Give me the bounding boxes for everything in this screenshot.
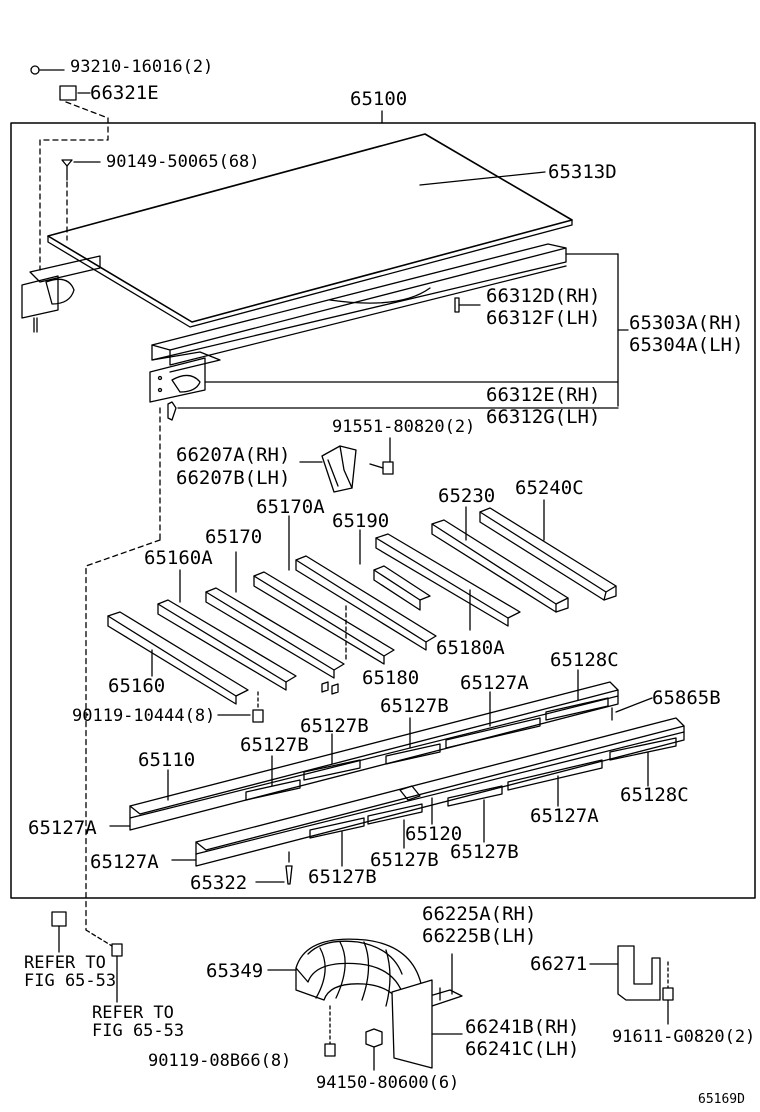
panel-65313D: [47, 133, 573, 328]
assembly-frame: [10, 122, 756, 899]
shim-65127B-upper-b: [303, 733, 361, 781]
label-65322: 65322: [190, 872, 248, 894]
label-65240C: 65240C: [515, 477, 584, 499]
bolt-65322: [255, 851, 293, 885]
pin-66312D: [454, 297, 481, 313]
nut-94150: [365, 1028, 383, 1071]
cross-member-65160A: [157, 569, 297, 691]
label-65127B-a: 65127B: [380, 695, 449, 717]
cross-member-65170A: [288, 515, 437, 651]
side-rail-bracket-left: [21, 255, 101, 333]
shim-65127B-lower-c: [447, 785, 503, 843]
label-65160: 65160: [108, 675, 166, 697]
washer-left: [51, 911, 67, 953]
label-91551-80820: 91551-80820(2): [332, 417, 476, 437]
label-65127B-d: 65127B: [450, 841, 519, 863]
label-66312D-RH: 66312D(RH): [486, 285, 601, 307]
clip-66321E: [59, 85, 91, 101]
label-65303A-RH: 65303A(RH): [629, 312, 744, 334]
label-66207B-LH: 66207B(LH): [176, 467, 291, 489]
label-65127A-right: 65127A: [530, 805, 599, 827]
label-65127B-b: 65127B: [300, 715, 369, 737]
long-member-65120: [171, 717, 685, 867]
label-66321E: 66321E: [90, 82, 159, 104]
side-rail-65303A: [149, 243, 629, 407]
pin-66312E: [159, 401, 619, 541]
label-93210-16016: 93210-16016(2): [70, 57, 214, 77]
shim-65127A-lower: [507, 759, 603, 807]
bracket-66271: [589, 945, 674, 1025]
label-65127B-f: 65127B: [308, 866, 377, 888]
shim-65128C-lower: [609, 737, 677, 787]
shim-65127B-lower-b: [367, 803, 423, 849]
label-66241B-RH: 66241B(RH): [465, 1016, 580, 1038]
label-66312F-LH: 66312F(LH): [486, 307, 601, 329]
label-65865B: 65865B: [652, 687, 721, 709]
cross-member-65230: [431, 506, 569, 613]
label-65128C-top: 65128C: [550, 649, 619, 671]
label-refer-to-a: REFER TO: [24, 953, 106, 973]
label-65170A: 65170A: [256, 496, 325, 518]
label-90119-08B66: 90119-08B66(8): [148, 1051, 292, 1071]
label-fig-65-53-b: FIG 65-53: [92, 1021, 185, 1041]
shim-65127B-upper-c: [385, 717, 441, 765]
label-65127B-e: 65127B: [370, 849, 439, 871]
label-65180: 65180: [362, 667, 420, 689]
label-65170: 65170: [205, 526, 263, 548]
label-90119-10444: 90119-10444(8): [72, 706, 216, 726]
cross-member-65170: [205, 551, 345, 679]
long-member-65110: [109, 681, 619, 831]
mudflap-66241B: [391, 979, 463, 1069]
bolt-refer: [85, 929, 123, 1003]
label-65127A-left: 65127A: [28, 817, 97, 839]
cross-member-65240C: [479, 499, 617, 601]
label-65230: 65230: [438, 485, 496, 507]
label-65127A-top: 65127A: [460, 672, 529, 694]
label-65110: 65110: [138, 749, 196, 771]
label-65127B-c: 65127B: [240, 734, 309, 756]
bolt-91551: [369, 437, 394, 475]
cross-member-65180A: [375, 533, 521, 631]
label-66225B-LH: 66225B(LH): [422, 925, 537, 947]
cross-member-65180: [253, 571, 395, 695]
label-66225A-RH: 66225A(RH): [422, 903, 537, 925]
cross-member-65160: [107, 611, 249, 705]
screw-93210: [30, 65, 65, 75]
label-90149-50065: 90149-50065(68): [106, 152, 260, 172]
label-65349: 65349: [206, 960, 264, 982]
label-65180A: 65180A: [436, 637, 505, 659]
label-65127A-lower: 65127A: [90, 851, 159, 873]
label-91611-G0820: 91611-G0820(2): [612, 1027, 756, 1047]
bolt-90119-10444: [217, 691, 264, 723]
label-66312G-LH: 66312G(LH): [486, 406, 601, 428]
label-65128C-right: 65128C: [620, 784, 689, 806]
pin-65865B: [611, 697, 653, 721]
shim-65127A-upper: [445, 691, 541, 749]
label-94150-80600: 94150-80600(6): [316, 1073, 460, 1093]
label-65160A: 65160A: [144, 547, 213, 569]
label-65100: 65100: [350, 88, 408, 110]
label-fig-65-53-a: FIG 65-53: [24, 971, 117, 991]
bracket-66207A: [299, 445, 357, 493]
label-65313D: 65313D: [548, 161, 617, 183]
label-66207A-RH: 66207A(RH): [176, 444, 291, 466]
shim-65128C-upper: [545, 669, 609, 721]
screw-90149: [61, 159, 101, 241]
label-66312E-RH: 66312E(RH): [486, 384, 601, 406]
label-66271: 66271: [530, 953, 588, 975]
label-66241C-LH: 66241C(LH): [465, 1038, 580, 1060]
figure-id: 65169D: [698, 1092, 745, 1107]
label-65304A-LH: 65304A(LH): [629, 334, 744, 356]
shim-65127B-lower-a: [309, 817, 365, 867]
label-refer-to-b: REFER TO: [92, 1003, 174, 1023]
label-65120: 65120: [405, 823, 463, 845]
label-65190: 65190: [332, 510, 390, 532]
block-65190: [359, 529, 431, 611]
shim-65127B-upper-a: [245, 755, 301, 801]
